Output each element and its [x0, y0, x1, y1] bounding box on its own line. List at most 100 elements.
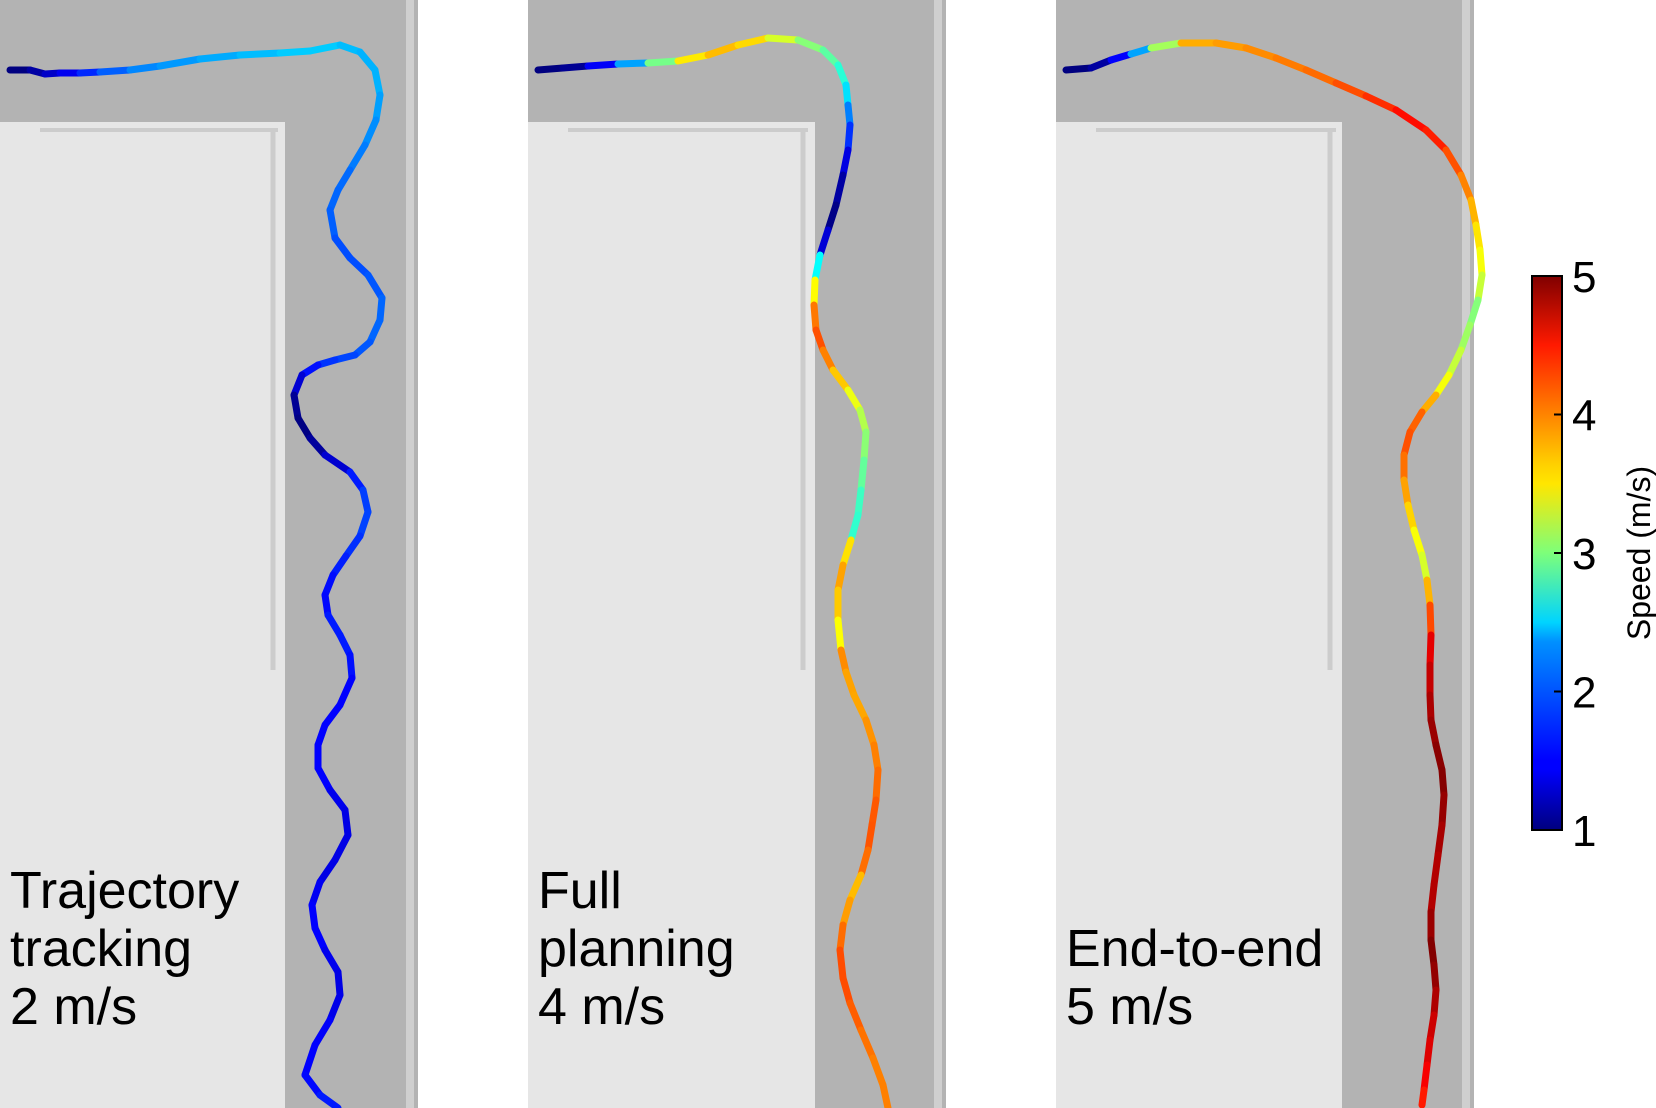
trajectory-segment	[294, 414, 314, 442]
trajectory-segment	[839, 974, 854, 1007]
trajectory-segment	[361, 116, 380, 149]
trajectory-segment	[854, 486, 865, 519]
panel-label-end-to-end: End-to-end 5 m/s	[1066, 920, 1323, 1036]
trajectory-segment	[834, 561, 847, 594]
trajectory-segment	[1430, 851, 1442, 889]
trajectory-segment	[1434, 821, 1446, 859]
trajectory-segment	[336, 631, 354, 659]
trajectory-segment	[329, 552, 350, 579]
panel-label-line: 5 m/s	[1066, 978, 1194, 1036]
trajectory-segment	[1400, 428, 1414, 459]
trajectory-segment	[764, 34, 802, 44]
trajectory-segment	[1410, 526, 1426, 559]
panel-end-to-end	[1056, 0, 1486, 1108]
panel-label-line: 2 m/s	[10, 978, 138, 1036]
trajectory-segment	[837, 646, 850, 676]
trajectory-segment	[832, 171, 847, 209]
trajectory-segment	[316, 1091, 342, 1108]
trajectory-segment	[366, 316, 384, 346]
panel-label-trajectory-tracking: Trajectory tracking 2 m/s	[10, 862, 239, 1036]
trajectory-segment	[794, 36, 827, 54]
trajectory-segment	[846, 999, 865, 1034]
trajectory-segment	[1418, 551, 1431, 584]
trajectory-segment	[1422, 126, 1450, 154]
trajectory-segment	[856, 406, 870, 436]
trajectory-segment	[1474, 271, 1486, 304]
corridor	[528, 0, 946, 1108]
trajectory-segment	[1212, 39, 1250, 52]
trajectory-segment	[819, 346, 837, 374]
trajectory-segment	[321, 946, 342, 976]
trajectory-segment	[1423, 576, 1434, 609]
trajectory-segment	[829, 366, 852, 394]
trajectory-path	[6, 41, 386, 1108]
trajectory-segment	[824, 201, 840, 234]
trajectory-segment	[857, 846, 872, 879]
trajectory-segment	[326, 786, 349, 814]
trajectory-segment	[1302, 66, 1340, 87]
trajectory-segment	[331, 234, 354, 262]
trajectory-segment	[810, 301, 820, 334]
trajectory-segment	[857, 1026, 877, 1062]
trajectory-segment	[334, 968, 344, 999]
trajectory-segment	[614, 59, 652, 68]
trajectory-segment	[1432, 371, 1453, 399]
trajectory-segment	[1438, 791, 1448, 829]
trajectory-segment	[850, 691, 870, 724]
trajectory-segment	[1087, 56, 1115, 72]
trajectory-segment	[857, 456, 868, 494]
trajectory-segment	[346, 141, 369, 174]
trajectory-segment	[844, 386, 864, 414]
trajectory-segment	[1332, 79, 1370, 100]
colorbar-tick-label: 3	[1572, 530, 1596, 579]
trajectory-segment	[836, 946, 847, 982]
trajectory-segment	[1467, 196, 1480, 229]
trajectory-segment	[356, 508, 372, 540]
trajectory-segment	[1426, 1011, 1438, 1044]
trajectory-segment	[1442, 146, 1465, 179]
trajectory-segment	[868, 796, 880, 829]
trajectory-segment	[1418, 1086, 1428, 1108]
trajectory-segment	[324, 611, 344, 639]
trajectory-segment	[1430, 961, 1440, 994]
trajectory-segment	[842, 668, 858, 699]
trajectory-segment	[872, 766, 882, 804]
trajectory-segment	[1404, 501, 1418, 534]
trajectory-segment	[314, 764, 334, 794]
trajectory-segment	[364, 271, 386, 302]
trajectory-segment	[844, 121, 854, 154]
trajectory-segment	[371, 66, 384, 99]
trajectory-segment	[306, 434, 329, 459]
trajectory-segment	[811, 251, 824, 284]
trajectory-segment	[1426, 601, 1435, 639]
trajectory-segment	[306, 41, 344, 55]
trajectory-segment	[1445, 346, 1465, 379]
trajectory-segment	[1426, 691, 1435, 724]
trajectory-path	[534, 34, 892, 1108]
trajectory-segment	[862, 716, 878, 749]
trajectory-segment	[1272, 54, 1310, 74]
trajectory-segment	[810, 276, 819, 309]
trajectory-segment	[334, 166, 354, 194]
trajectory-segment	[1392, 106, 1430, 134]
trajectory-segment	[1423, 1036, 1434, 1069]
trajectory-segment	[1430, 986, 1440, 1019]
trajectory-segment	[1438, 766, 1448, 799]
trajectory-segment	[1062, 64, 1095, 74]
trajectory-segment	[326, 991, 344, 1024]
trajectory-segment	[1420, 1061, 1431, 1094]
trajectory-segment	[276, 47, 314, 57]
trajectory-segment	[1400, 476, 1412, 509]
trajectory-segment	[847, 511, 862, 544]
trajectory-segment	[836, 921, 847, 954]
trajectory-segment	[1147, 39, 1185, 52]
trajectory-segment	[1466, 296, 1482, 329]
colorbar-tick-label: 5	[1572, 253, 1596, 302]
trajectory-segment	[1432, 741, 1446, 774]
trajectory-segment	[839, 146, 852, 179]
trajectory-segment	[196, 51, 244, 63]
trajectory-segment	[644, 57, 682, 67]
colorbar-tick-label: 2	[1572, 669, 1596, 718]
corridor	[1056, 0, 1474, 1108]
